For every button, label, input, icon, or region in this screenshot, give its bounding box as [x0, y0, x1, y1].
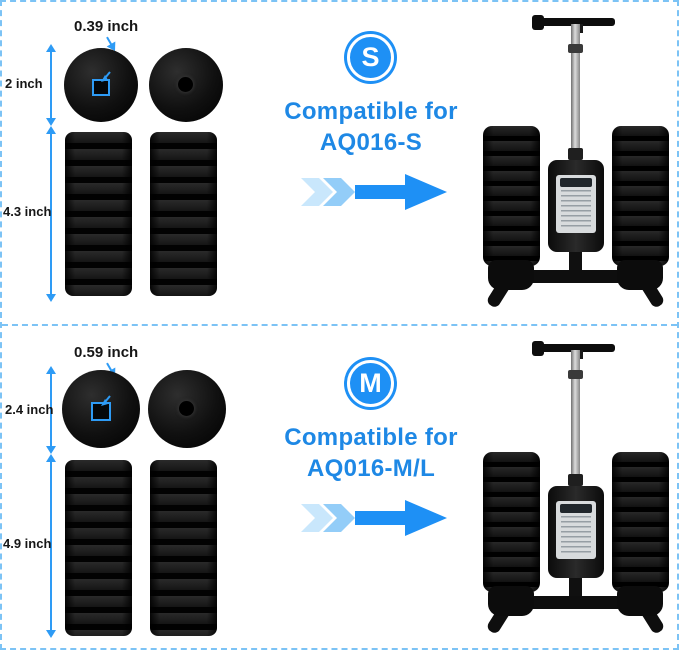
- right-arrow-icon: [301, 174, 447, 210]
- filter-sponge-left: [483, 126, 540, 266]
- sponge-top-view-round-hole: [149, 48, 223, 122]
- right-arrow-icon: [301, 500, 447, 536]
- cap-height-dimension-arrow-icon: [46, 366, 56, 454]
- cap-height-label: 2 inch: [5, 76, 43, 91]
- leader-arrow-icon: [106, 36, 116, 51]
- sponge-top-view-with-square-hole: [62, 370, 140, 448]
- pump-body: [548, 486, 604, 578]
- center-hole: [179, 401, 194, 416]
- center-hole: [178, 77, 193, 92]
- sponge-cup-right: [617, 586, 663, 616]
- filter-sponge: [150, 460, 217, 636]
- sponge-cup-left: [488, 260, 534, 290]
- square-hole-marker-icon: [92, 71, 111, 96]
- sponge-cup-right: [617, 260, 663, 290]
- compat-line1: Compatible for: [284, 98, 458, 125]
- lift-tube: [571, 24, 580, 166]
- cap-height-dimension-arrow-icon: [46, 44, 56, 126]
- bottom-pipe: [506, 270, 645, 283]
- filter-sponge-left: [483, 452, 540, 592]
- hole-diameter-label: 0.39 inch: [74, 18, 139, 35]
- sponge-top-view-round-hole: [148, 370, 226, 448]
- size-m-section: 0.59 inch 2.4 inch 4.9 inch M Compatible…: [2, 328, 677, 648]
- body-height-dimension-arrow-icon: [46, 454, 56, 638]
- body-height-label: 4.3 inch: [3, 204, 52, 219]
- pump-body: [548, 160, 604, 252]
- body-height-label: 4.9 inch: [3, 536, 52, 551]
- dashed-divider: [2, 324, 677, 326]
- cap-height-label: 2.4 inch: [5, 402, 54, 417]
- size-badge: M: [347, 360, 394, 407]
- tube-joint: [568, 474, 583, 486]
- compatibility-text: Compatible for AQ016-M/L: [250, 422, 492, 484]
- filter-sponge: [65, 460, 132, 636]
- sponge-cup-left: [488, 586, 534, 616]
- pump-label: [556, 501, 596, 559]
- compat-line1: Compatible for: [284, 424, 458, 451]
- compatibility-text: Compatible for AQ016-S: [250, 96, 492, 158]
- bottom-pipe: [506, 596, 645, 609]
- size-badge: S: [347, 34, 394, 81]
- sponge-filter-product-photo: [476, 8, 676, 316]
- tube-clamp: [568, 370, 583, 379]
- filter-sponge-right: [612, 452, 669, 592]
- lift-tube: [571, 350, 580, 492]
- body-height-dimension-arrow-icon: [46, 126, 56, 302]
- filter-sponge-right: [612, 126, 669, 266]
- square-hole-marker-icon: [91, 395, 111, 421]
- pump-label: [556, 175, 596, 233]
- compat-line2: AQ016-M/L: [306, 455, 436, 482]
- filter-sponge: [65, 132, 132, 296]
- hole-diameter-label: 0.59 inch: [74, 344, 139, 361]
- compat-line2: AQ016-S: [319, 129, 423, 156]
- sponge-filter-product-photo: [476, 334, 676, 642]
- size-s-section: 0.39 inch 2 inch 4.3 inch S Compatible f…: [2, 2, 677, 322]
- sponge-top-view-with-square-hole: [64, 48, 138, 122]
- tube-clamp: [568, 44, 583, 53]
- filter-sponge: [150, 132, 217, 296]
- tube-joint: [568, 148, 583, 160]
